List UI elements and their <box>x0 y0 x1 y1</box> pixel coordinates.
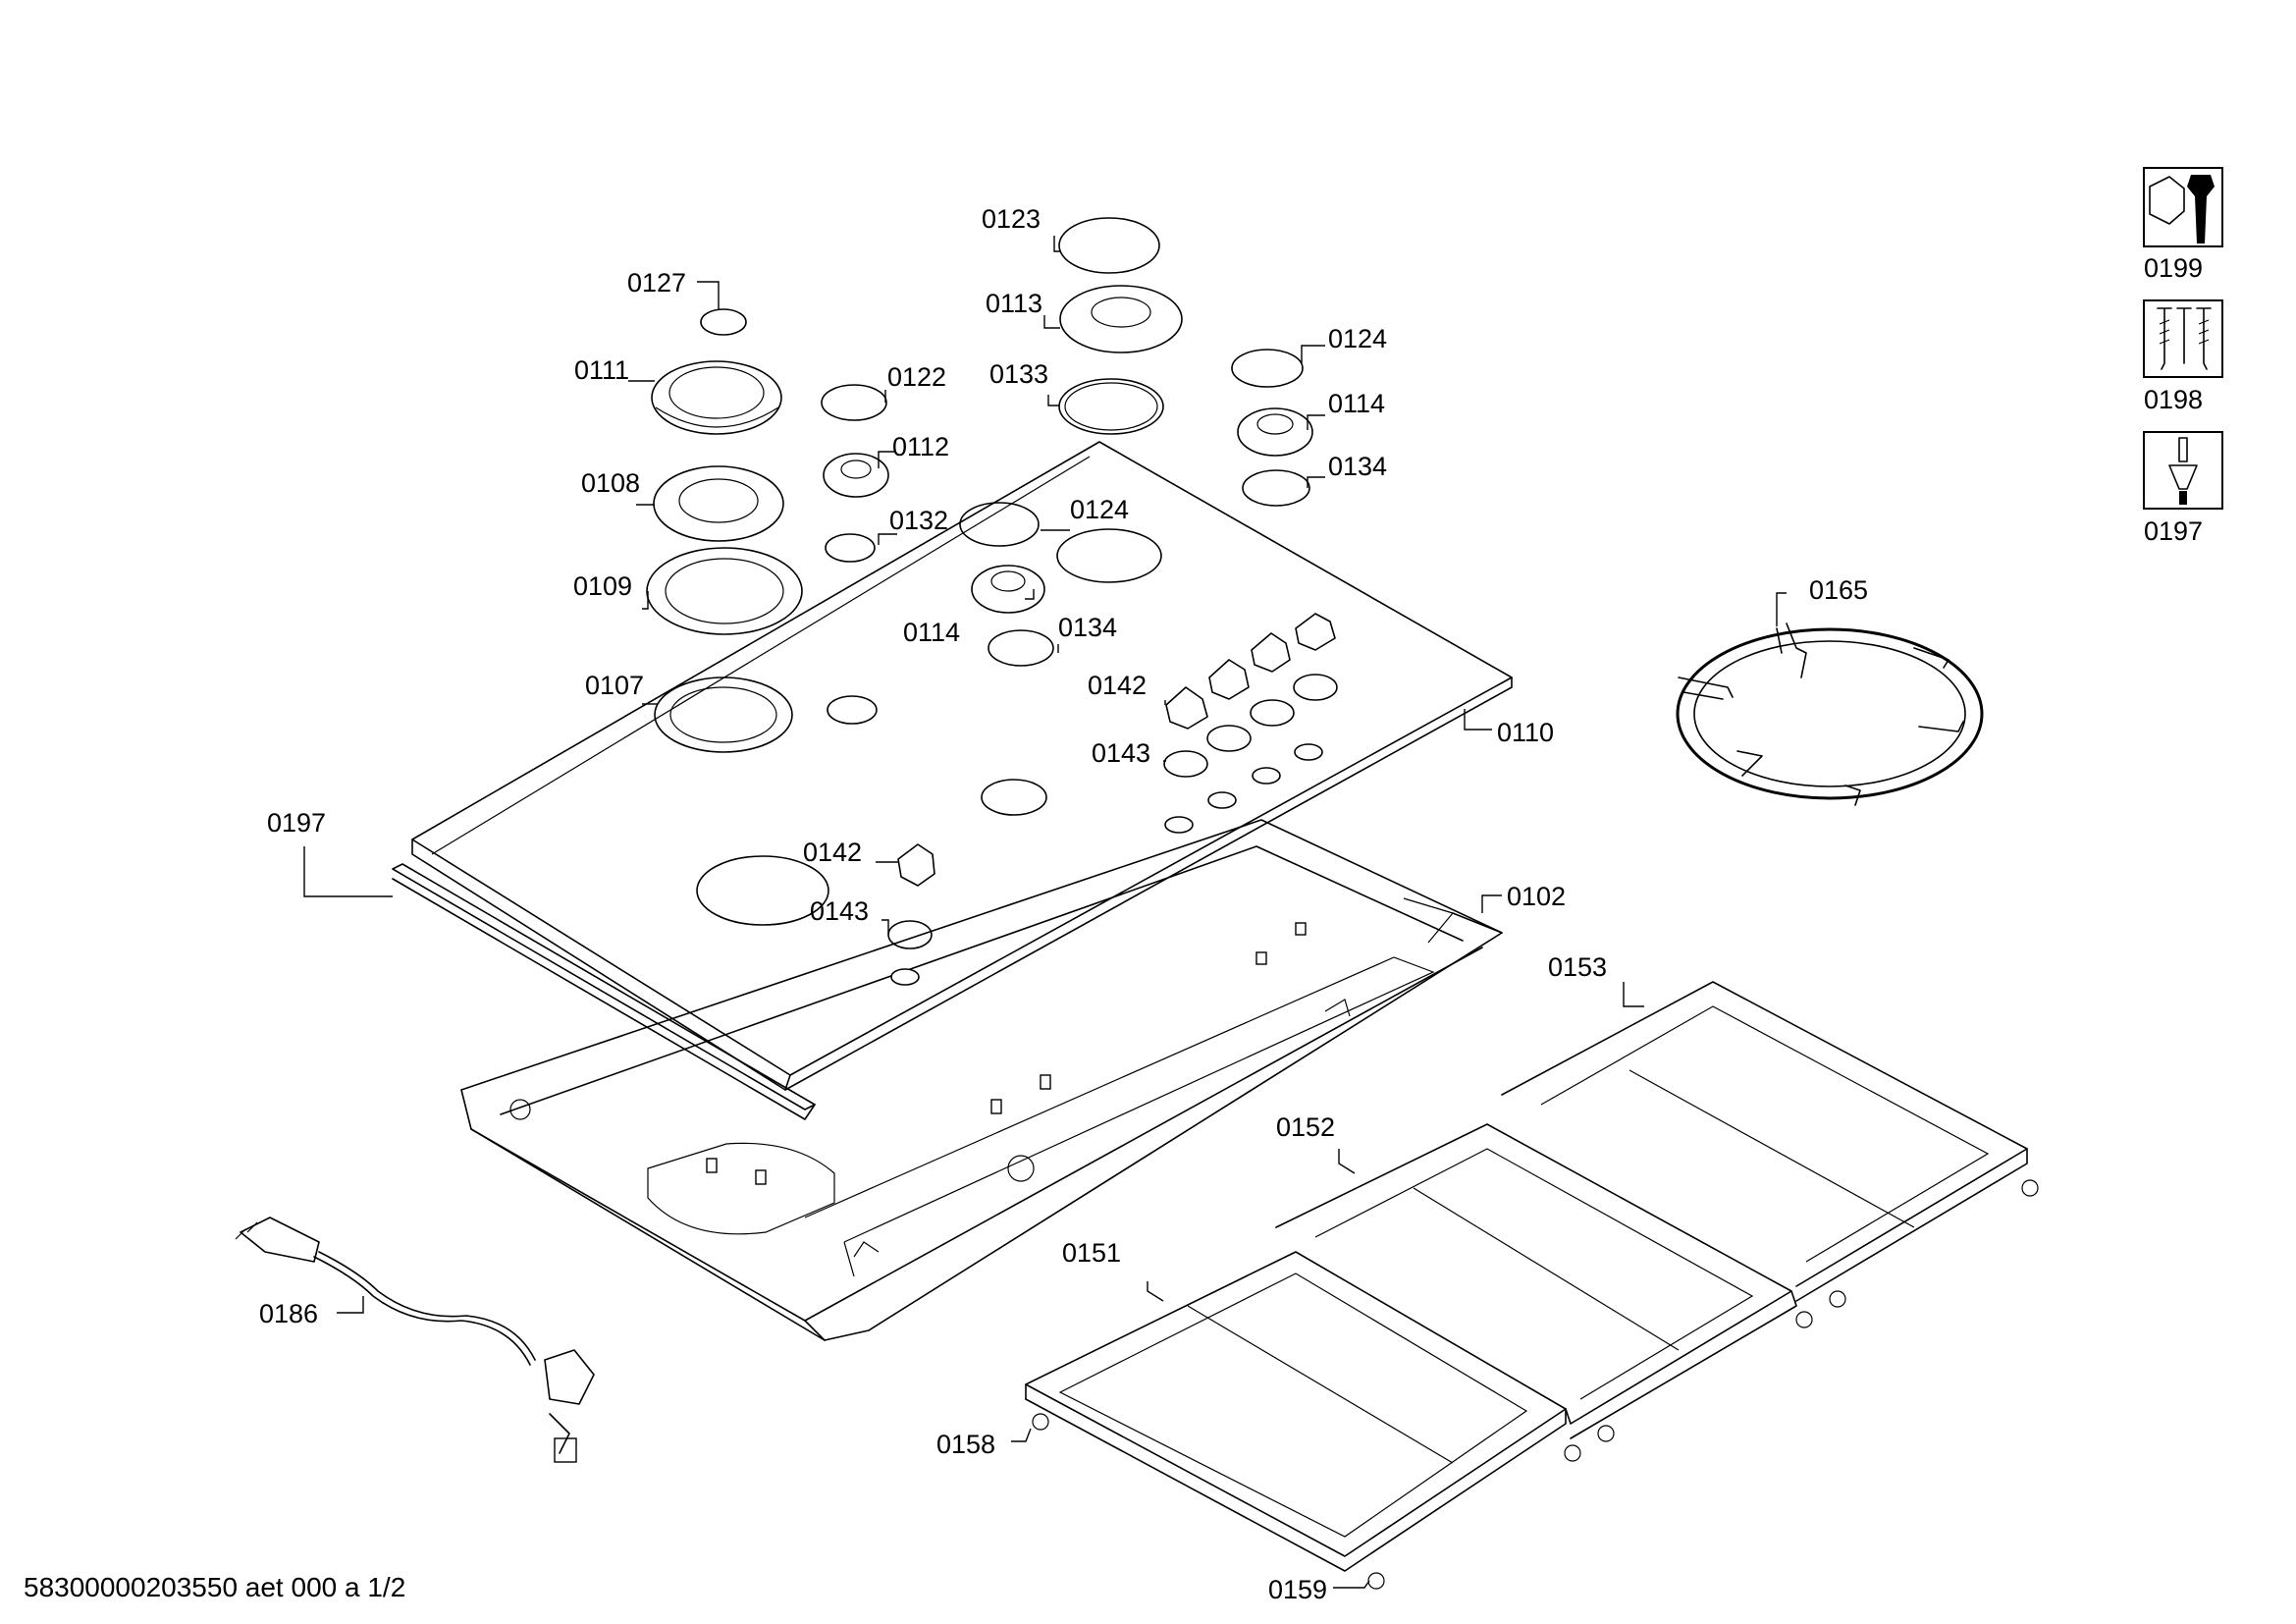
label-0110: 0110 <box>1497 718 1554 747</box>
label-0143-upper: 0143 <box>1092 738 1150 768</box>
label-0132: 0132 <box>889 506 948 535</box>
document-id: 58300000203550 aet 000 a 1/2 <box>24 1572 405 1602</box>
label-0112: 0112 <box>892 432 949 461</box>
label-0114-center: 0114 <box>903 618 960 647</box>
label-0197-service: 0197 <box>2144 516 2203 546</box>
label-0134-center: 0134 <box>1058 613 1117 642</box>
label-0153: 0153 <box>1548 952 1607 982</box>
label-0158: 0158 <box>936 1430 995 1459</box>
part-labels: 0123 0127 0113 0124 0111 0122 0133 0114 … <box>259 204 1868 1604</box>
label-0198: 0198 <box>2144 385 2203 414</box>
hob-top-plate-0110 <box>411 441 1513 1091</box>
label-0133: 0133 <box>989 359 1048 389</box>
label-0108: 0108 <box>581 468 640 498</box>
trim-strip-0197 <box>392 863 816 1120</box>
label-0165: 0165 <box>1809 575 1868 605</box>
label-0127: 0127 <box>627 268 686 298</box>
leader-lines <box>303 236 1787 1589</box>
label-0113: 0113 <box>986 289 1042 318</box>
label-0151: 0151 <box>1062 1238 1121 1268</box>
label-0199: 0199 <box>2144 253 2203 283</box>
label-0124-center: 0124 <box>1070 495 1129 524</box>
screwdriver-icon <box>2143 431 2223 510</box>
wok-grate-ring-0165 <box>1676 623 1984 806</box>
burner-left-stack <box>646 308 803 753</box>
burner-center-stack <box>1058 217 1183 435</box>
label-0143-lower: 0143 <box>810 896 869 926</box>
control-knobs <box>887 613 1338 949</box>
label-0142-upper: 0142 <box>1088 671 1147 700</box>
power-cord-0186 <box>235 1217 595 1463</box>
screws-icon <box>2143 299 2223 378</box>
label-0186: 0186 <box>259 1299 318 1328</box>
label-0152: 0152 <box>1276 1112 1335 1142</box>
label-0124-right: 0124 <box>1328 324 1387 353</box>
label-0197-trim: 0197 <box>267 808 326 838</box>
base-tray-0102 <box>460 819 1503 1341</box>
pan-supports <box>1025 981 2039 1590</box>
service-icons: 0199 0198 0197 <box>2143 167 2223 546</box>
label-0122: 0122 <box>887 362 946 392</box>
small-burners <box>821 349 1313 667</box>
label-0109: 0109 <box>573 571 632 601</box>
label-0123: 0123 <box>982 204 1041 234</box>
label-0114-right: 0114 <box>1328 389 1385 418</box>
label-0102: 0102 <box>1507 882 1566 911</box>
label-0111: 0111 <box>574 355 629 385</box>
label-0142-lower: 0142 <box>803 838 862 867</box>
label-0159: 0159 <box>1268 1575 1327 1604</box>
wrench-nut-icon <box>2143 167 2223 247</box>
label-0107: 0107 <box>585 671 644 700</box>
label-0134-right: 0134 <box>1328 452 1387 481</box>
